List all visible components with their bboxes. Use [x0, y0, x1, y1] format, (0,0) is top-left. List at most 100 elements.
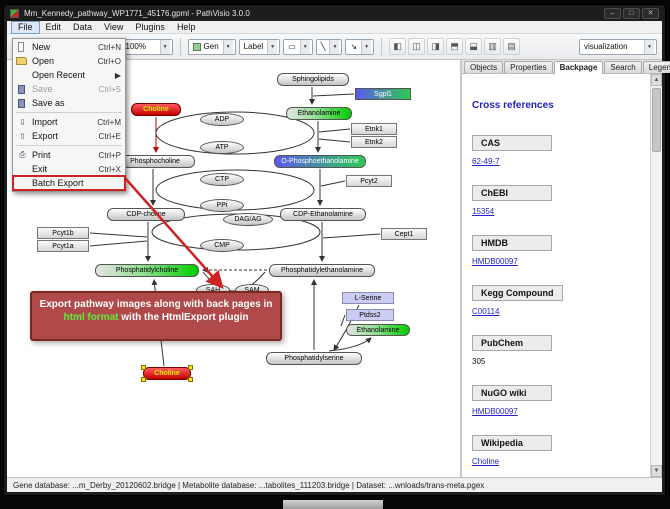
menu-help[interactable]: Help: [176, 21, 196, 32]
menu-edit[interactable]: Edit: [45, 21, 62, 32]
menu-data[interactable]: Data: [73, 21, 93, 32]
pathway-node-etnk2[interactable]: Etnk2: [351, 136, 397, 148]
scrollbar-thumb[interactable]: [652, 88, 661, 152]
chevron-down-icon: ▼: [159, 39, 170, 54]
menu-separator: [16, 112, 122, 113]
tab-backpage[interactable]: Backpage: [553, 61, 604, 74]
selection-handle[interactable]: [141, 365, 146, 370]
pathway-node-choline[interactable]: Choline: [131, 103, 181, 116]
shape-combo-label: ▭: [288, 42, 296, 51]
pathway-node-etnk1[interactable]: Etnk1: [351, 123, 397, 135]
pathway-node-ctp[interactable]: CTP: [200, 173, 244, 186]
backpage-link[interactable]: Choline: [472, 457, 500, 466]
annotation-highlight: html format: [63, 312, 119, 323]
pathway-node-cmp[interactable]: CMP: [200, 239, 244, 252]
backpage-section-header: CAS: [472, 135, 552, 151]
titlebar[interactable]: Mm_Kennedy_pathway_WP1771_45176.gpml - P…: [4, 5, 665, 21]
pathway-node-cdp-ethanolamine[interactable]: CDP-Ethanolamine: [280, 208, 366, 221]
statusbar-text: Gene database: ...m_Derby_20120602.bridg…: [13, 480, 485, 490]
file-menu-item-batch-export[interactable]: Batch Export: [12, 175, 126, 191]
panel-splitter[interactable]: [460, 60, 462, 477]
connector-combo[interactable]: ↘▼: [345, 38, 375, 55]
selection-handle[interactable]: [141, 377, 146, 382]
align-center-button[interactable]: ◫: [408, 38, 426, 55]
backpage-section-header: Kegg Compound: [472, 285, 563, 301]
pathway-node-l-serine[interactable]: L-Serine: [342, 292, 394, 304]
tab-search[interactable]: Search: [604, 61, 642, 73]
backpage-link[interactable]: 62-49-7: [472, 157, 500, 166]
backpage-link[interactable]: HMDB00097: [472, 257, 518, 266]
shape-combo[interactable]: ▭▼: [283, 38, 313, 55]
pathway-node-ethanolamine[interactable]: Ethanolamine: [286, 107, 352, 120]
close-button[interactable]: ✕: [642, 7, 659, 19]
selection-handle[interactable]: [188, 377, 193, 382]
submenu-arrow-icon: ▶: [114, 70, 121, 80]
pathway-node-phosphatidylcholine[interactable]: Phosphatidylcholine: [95, 264, 199, 277]
menu-view[interactable]: View: [104, 21, 124, 32]
pathway-node-cept1[interactable]: Cept1: [381, 228, 427, 240]
pathway-node-phosphatidylethanolamine[interactable]: Phosphatidylethanolamine: [269, 264, 375, 277]
file-menu-item-label: Save as: [32, 98, 65, 108]
align-right-button[interactable]: ◨: [427, 38, 445, 55]
file-menu-item-save-as[interactable]: Save as: [13, 96, 125, 110]
pathway-node-choline[interactable]: Choline: [141, 365, 193, 382]
line-combo[interactable]: ╲▼: [315, 38, 343, 55]
disk-icon: [16, 84, 29, 95]
pathway-node-adp[interactable]: ADP: [200, 113, 244, 126]
pathway-node-pcyt1b[interactable]: Pcyt1b: [37, 227, 89, 239]
datanode-combo[interactable]: Gen▼: [187, 38, 236, 55]
file-menu-item-label: Export: [32, 131, 59, 141]
pathway-node-o-phosphoethanolamine[interactable]: O-Phosphoethanolamine: [274, 155, 366, 168]
backpage-link[interactable]: C00114: [472, 307, 500, 316]
file-menu-item-label: Open Recent: [32, 70, 86, 80]
blank-icon: [16, 178, 29, 189]
pathway-node-ppi[interactable]: PPi: [200, 199, 244, 212]
visualization-combo[interactable]: visualization ▼: [579, 38, 657, 55]
pathway-node-atp[interactable]: ATP: [200, 141, 244, 154]
pathway-node-ethanolamine[interactable]: Ethanolamine: [346, 324, 410, 336]
file-menu-item-label: New: [32, 42, 51, 52]
menu-plugins[interactable]: Plugins: [135, 21, 165, 32]
minimize-button[interactable]: –: [604, 7, 621, 19]
backpage-link[interactable]: 15354: [472, 207, 495, 216]
file-menu-item-open-recent[interactable]: Open Recent ▶: [13, 68, 125, 82]
sidepanel: ObjectsPropertiesBackpageSearchLegend Cr…: [462, 60, 670, 477]
pathway-node-dag-ag[interactable]: DAG/AG: [223, 213, 273, 226]
tab-objects[interactable]: Objects: [464, 61, 504, 73]
pathway-node-sgpl1[interactable]: Sgpl1: [355, 88, 411, 100]
pathway-node-pcyt2[interactable]: Pcyt2: [346, 175, 392, 187]
tab-legend[interactable]: Legend: [642, 61, 670, 73]
align-top-button[interactable]: ⬒: [446, 38, 464, 55]
label-combo[interactable]: Label▼: [238, 38, 281, 55]
menu-file[interactable]: File: [11, 20, 40, 34]
backpage-scrollbar[interactable]: ▲ ▼: [650, 74, 662, 477]
maximize-button[interactable]: □: [623, 7, 640, 19]
align-bottom-button[interactable]: ⬓: [465, 38, 483, 55]
backpage-link[interactable]: HMDB00097: [472, 407, 518, 416]
menu-shortcut: Ctrl+E: [98, 131, 121, 141]
distribute-v-button[interactable]: ▤: [503, 38, 521, 55]
align-left-button[interactable]: ◧: [389, 38, 407, 55]
pathway-node-pcyt1a[interactable]: Pcyt1a: [37, 240, 89, 252]
distribute-h-button[interactable]: ▥: [484, 38, 502, 55]
pathway-node-sphingolipids[interactable]: Sphingolipids: [277, 73, 349, 86]
zoom-combo[interactable]: 100% ▼: [120, 38, 173, 55]
scroll-down-icon[interactable]: ▼: [651, 465, 662, 477]
tab-properties[interactable]: Properties: [504, 61, 553, 73]
scroll-up-icon[interactable]: ▲: [651, 74, 662, 86]
pathway-node-phosphocholine[interactable]: Phosphocholine: [115, 155, 195, 168]
selection-handle[interactable]: [188, 365, 193, 370]
scrollbar-track[interactable]: [651, 86, 662, 465]
pathway-node-ptdss2[interactable]: Ptdss2: [346, 309, 394, 321]
pathway-node-phosphatidylserine[interactable]: Phosphatidylserine: [266, 352, 362, 365]
pathway-node-cdp-choline[interactable]: CDP-choline: [107, 208, 185, 221]
toolbar-align-buttons: ◧◫◨⬒⬓▥▤: [389, 38, 521, 55]
